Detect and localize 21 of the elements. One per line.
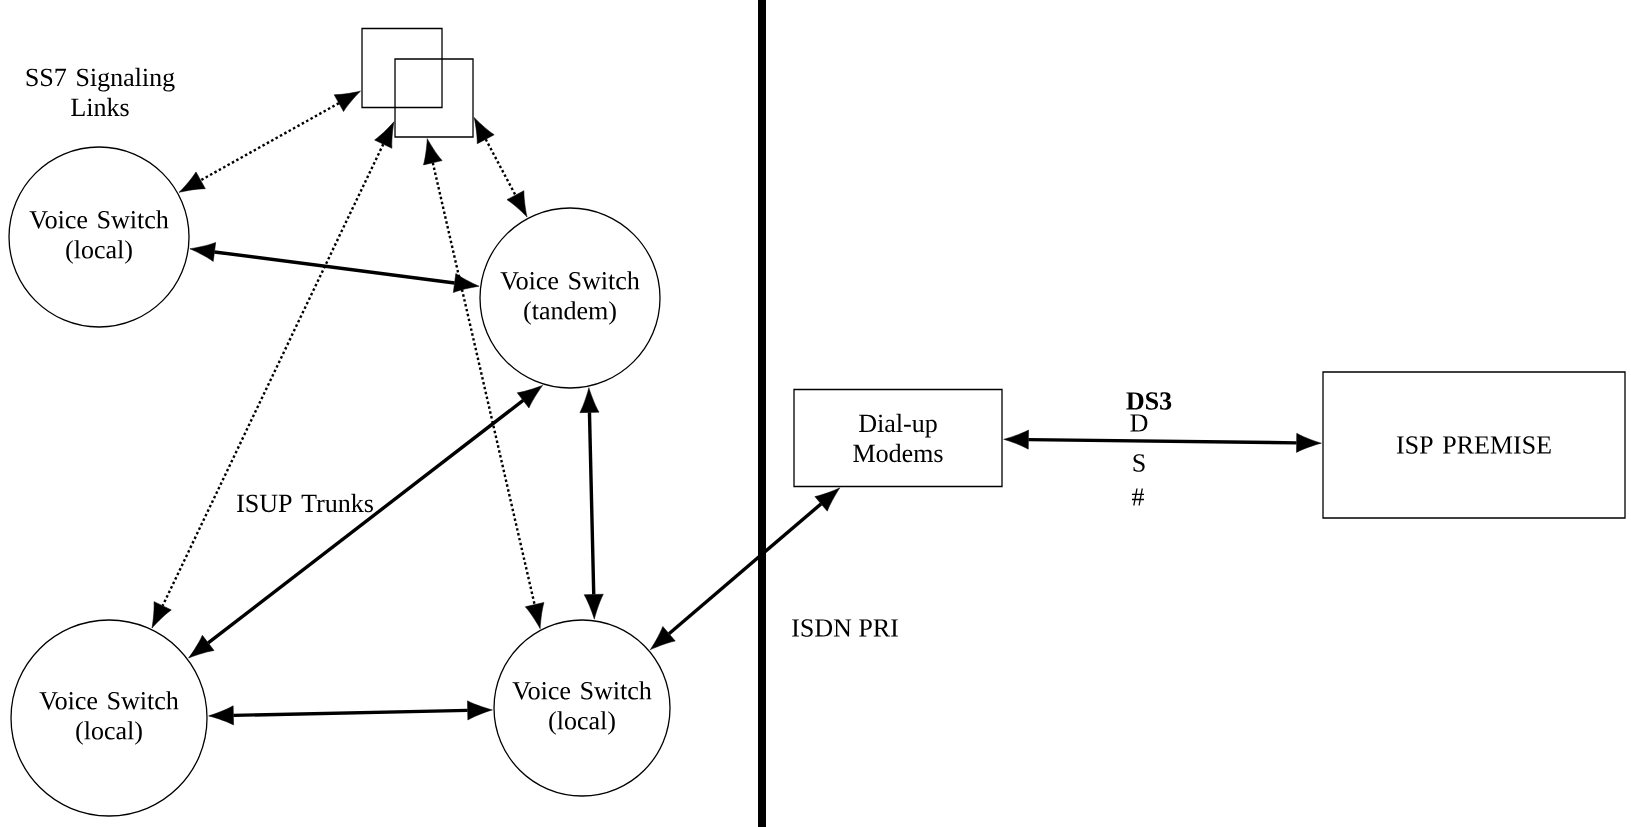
- arrow: [579, 387, 604, 620]
- process-box: ISP PREMISE: [1322, 371, 1626, 519]
- arrow: [189, 242, 480, 293]
- edge-label: DS3: [1124, 391, 1174, 411]
- arrow: [1003, 429, 1322, 453]
- arrow: [208, 700, 493, 726]
- arrow: [473, 117, 528, 218]
- label: #: [1132, 488, 1145, 506]
- label: D: [1130, 414, 1148, 432]
- label: SS7 Signaling Links: [26, 67, 175, 117]
- arrow: [649, 487, 841, 651]
- box: [361, 27, 443, 109]
- label: ISUP Trunks: [237, 493, 373, 513]
- arrow: [423, 138, 545, 629]
- edge-label: ISDN PRI: [790, 618, 900, 638]
- arrow: [188, 385, 543, 659]
- arrow: [178, 90, 361, 193]
- box: [394, 58, 474, 138]
- label: S: [1133, 454, 1145, 472]
- process-box: Dial-up Modems: [793, 388, 1003, 488]
- arrow: [151, 121, 395, 629]
